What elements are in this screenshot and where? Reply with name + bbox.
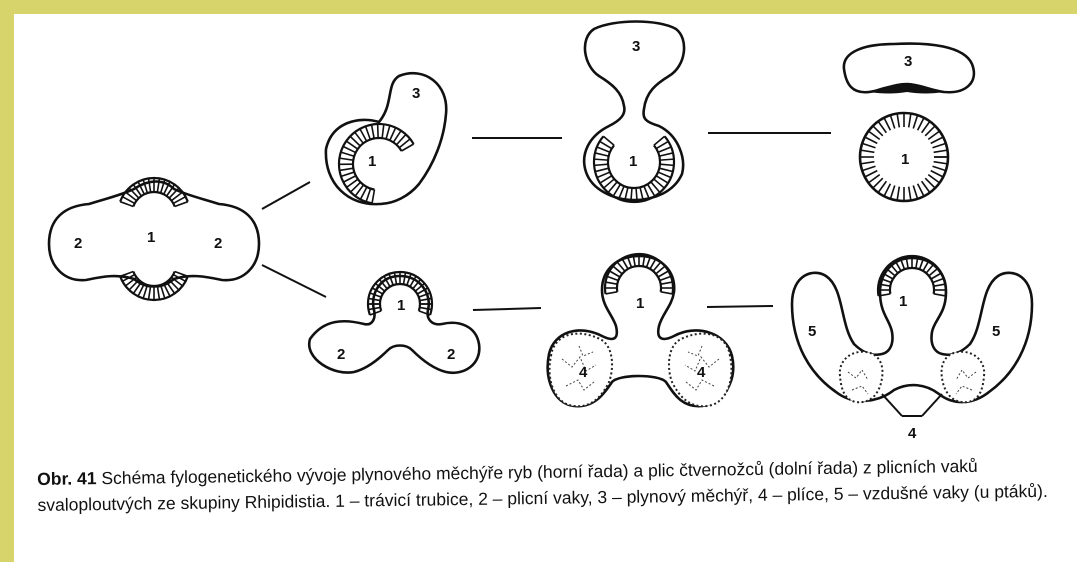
stage-top-stalk-bladder: 3 1	[584, 22, 684, 201]
stage-bottom-air-sacs: 5 5 1 4	[792, 258, 1032, 442]
label-1: 1	[397, 297, 405, 314]
label-1: 1	[368, 153, 376, 170]
label-2-left: 2	[337, 346, 345, 363]
stage-primitive-sacs: 2 1 2	[49, 182, 259, 287]
label-2-right: 2	[214, 235, 222, 252]
label-5-left: 5	[808, 323, 816, 340]
label-1: 1	[147, 229, 155, 246]
caption-figure-number: Obr. 41	[37, 468, 97, 489]
label-4-right: 4	[697, 364, 706, 381]
label-3: 3	[412, 85, 420, 102]
stage-bottom-paired-sacs: 1 2 2	[309, 276, 479, 373]
caption-text: Schéma fylogenetického vývoje plynového …	[37, 456, 1047, 515]
label-3: 3	[632, 38, 640, 55]
label-2-left: 2	[74, 235, 82, 252]
label-4-left: 4	[579, 364, 588, 381]
label-4: 4	[908, 425, 917, 442]
label-1: 1	[899, 293, 907, 310]
label-1: 1	[636, 295, 644, 312]
connector-bottom-1	[473, 308, 541, 310]
connector-bottom-2	[707, 306, 773, 307]
label-1: 1	[901, 151, 909, 168]
label-5-right: 5	[992, 323, 1000, 340]
label-1: 1	[629, 153, 637, 170]
evolution-diagram: 2 1 2 3 1 3 1 3 1 1 2 2 1 4 4	[14, 14, 1077, 454]
connector-left-up	[262, 182, 310, 209]
label-3: 3	[904, 53, 912, 70]
label-2-right: 2	[447, 346, 455, 363]
figure-caption: Obr. 41 Schéma fylogenetického vývoje pl…	[37, 452, 1068, 518]
figure-page: 2 1 2 3 1 3 1 3 1 1 2 2 1 4 4	[14, 14, 1077, 562]
connector-left-down	[262, 265, 326, 297]
stage-bottom-lungs: 1 4 4	[548, 256, 734, 406]
